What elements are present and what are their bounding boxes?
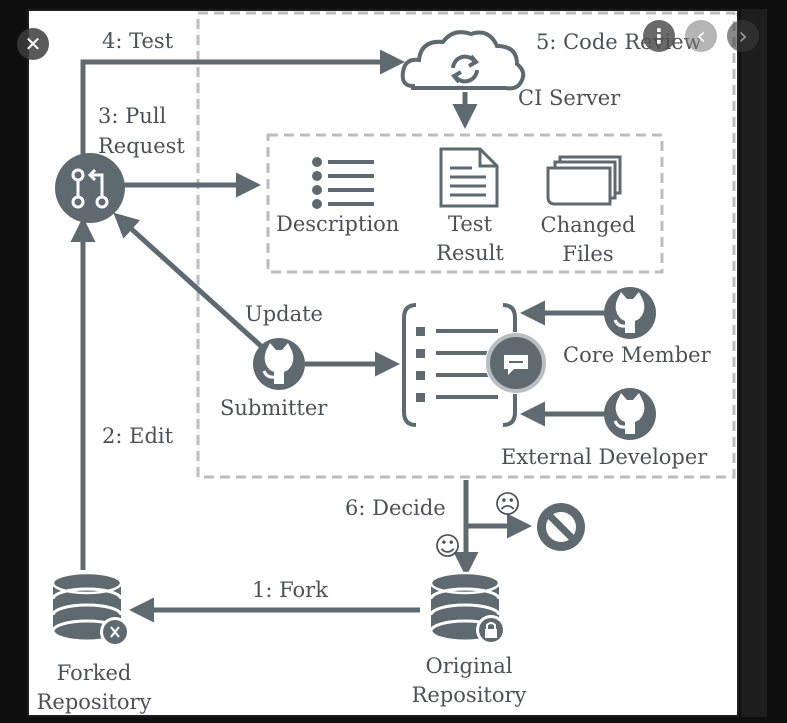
forked-repository-database-icon — [51, 571, 130, 647]
forked-repository-label-line2: Repository — [36, 690, 152, 714]
original-repository-label-line2: Repository — [411, 683, 527, 707]
chevron-right-icon: › — [738, 22, 748, 50]
original-repository-label-line1: Original — [425, 654, 513, 678]
step-pull-request-label-line2: Request — [98, 134, 185, 158]
step-edit-label: 2: Edit — [102, 424, 174, 448]
sync-icon — [450, 54, 480, 84]
original-repository-database-icon — [429, 571, 506, 645]
lock-badge-icon — [476, 615, 506, 645]
sad-face-icon: ☹ — [494, 490, 522, 520]
test-result-label-line1: Test — [447, 212, 493, 236]
prohibited-icon — [537, 503, 585, 551]
forked-repository-label-line1: Forked — [56, 661, 132, 685]
more-options-button[interactable]: ⋮ — [643, 20, 675, 52]
arrow-test — [80, 49, 405, 160]
changed-files-label-line2: Files — [562, 242, 614, 266]
step-decide-label: 6: Decide — [345, 496, 446, 520]
arrow-decide — [453, 480, 532, 577]
submitter-label: Submitter — [220, 396, 328, 420]
description-label: Description — [276, 212, 400, 236]
pull-request-contents-region — [266, 133, 664, 274]
chevron-left-icon: ‹ — [696, 22, 706, 50]
ci-server-label: CI Server — [518, 86, 621, 110]
next-button[interactable]: › — [727, 20, 759, 52]
external-developer-github-icon — [602, 386, 658, 442]
files-icon — [546, 155, 622, 206]
comment-icon — [485, 332, 547, 394]
external-developer-label: External Developer — [501, 445, 708, 469]
core-member-label: Core Member — [563, 343, 711, 367]
core-member-github-icon — [602, 285, 658, 341]
code-review-region — [196, 11, 736, 479]
pull-request-icon — [55, 153, 125, 223]
submitter-github-icon — [251, 336, 307, 392]
close-icon: ✕ — [24, 32, 42, 56]
cloud-icon — [400, 30, 526, 91]
previous-button[interactable]: ‹ — [685, 20, 717, 52]
changed-files-label-line1: Changed — [540, 213, 636, 237]
happy-face-icon: ☺ — [434, 532, 462, 562]
close-button[interactable]: ✕ — [17, 28, 49, 60]
fork-badge-icon — [100, 617, 130, 647]
step-test-label: 4: Test — [102, 29, 174, 53]
update-label: Update — [245, 302, 323, 326]
test-result-label-line2: Result — [436, 241, 504, 265]
list-icon — [312, 157, 374, 209]
step-code-review-label: 5: Code Review — [536, 30, 702, 54]
step-fork-label: 1: Fork — [252, 578, 328, 602]
step-pull-request-label-line1: 3: Pull — [98, 104, 167, 128]
document-icon — [439, 147, 499, 208]
viewer-side-strip — [741, 9, 767, 717]
arrow-update — [113, 212, 264, 349]
more-vertical-icon: ⋮ — [649, 24, 669, 48]
